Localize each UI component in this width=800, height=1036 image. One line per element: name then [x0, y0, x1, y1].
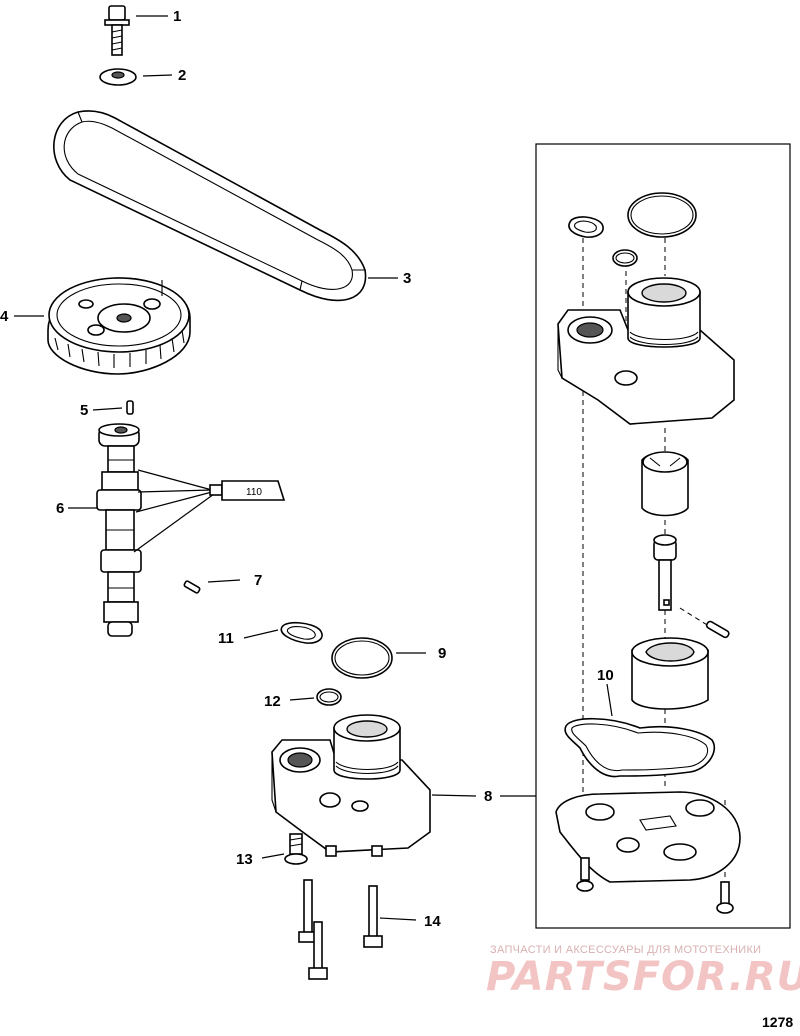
o-ring-small-part — [316, 688, 342, 706]
bolts-part — [298, 879, 383, 980]
camshaft-pulley-part — [47, 277, 191, 375]
screw-part — [284, 833, 308, 865]
callouts: 1 2 3 4 5 6 7 8 9 10 11 12 13 14 — [0, 8, 614, 930]
exploded-detail-box — [535, 143, 791, 929]
callout-5: 5 — [80, 402, 88, 419]
camshaft-part — [96, 423, 142, 637]
callout-14: 14 — [424, 913, 441, 930]
callout-12: 12 — [264, 693, 281, 710]
dowel-pin-part — [126, 400, 134, 415]
oval-seal-part — [280, 621, 323, 644]
callout-3: 3 — [403, 270, 411, 287]
callout-6: 6 — [56, 500, 64, 517]
pin-part — [183, 580, 201, 594]
watermark-logo: PARTSFOR.RU — [486, 954, 800, 1000]
callout-10: 10 — [597, 667, 614, 684]
callout-13: 13 — [236, 851, 253, 868]
bolt-part — [104, 5, 130, 56]
sealant-tube: 110 — [133, 469, 286, 553]
callout-2: 2 — [178, 67, 186, 84]
callout-1: 1 — [173, 8, 181, 25]
oil-pump-assembly-part — [271, 714, 431, 857]
callout-4: 4 — [0, 308, 9, 325]
o-ring-large-part — [331, 637, 393, 679]
callout-7: 7 — [254, 572, 262, 589]
watermark-caption: ЗАПЧАСТИ И АКСЕССУАРЫ ДЛЯ МОТОТЕХНИКИ — [490, 944, 762, 956]
sealant-label: 110 — [246, 487, 262, 498]
timing-belt-part — [53, 110, 367, 302]
callout-8: 8 — [484, 788, 492, 805]
washer-part — [99, 68, 137, 86]
callout-9: 9 — [438, 645, 446, 662]
figure-number: 1278 — [762, 1014, 794, 1030]
callout-11: 11 — [218, 630, 234, 647]
